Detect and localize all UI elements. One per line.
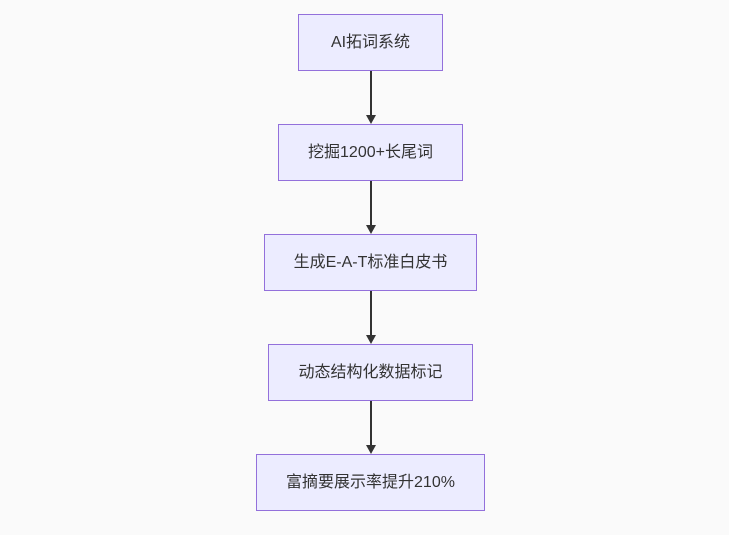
flow-node-eat-whitepaper: 生成E-A-T标准白皮书 — [263, 234, 478, 291]
arrow-down-icon — [365, 225, 376, 234]
flow-node-label: 动态结构化数据标记 — [298, 363, 443, 381]
flow-node-longtail-mining: 挖掘1200+长尾词 — [278, 124, 463, 181]
arrow-line — [369, 291, 372, 336]
flow-arrow-3 — [365, 291, 377, 344]
flow-node-label: 生成E-A-T标准白皮书 — [293, 253, 448, 271]
arrow-down-icon — [365, 115, 376, 124]
flow-node-rich-snippet-result: 富摘要展示率提升210% — [256, 454, 485, 511]
flow-node-structured-data-markup: 动态结构化数据标记 — [268, 344, 473, 401]
flow-node-label: 挖掘1200+长尾词 — [308, 143, 433, 161]
arrow-line — [369, 71, 372, 116]
flow-node-label: 富摘要展示率提升210% — [286, 473, 455, 491]
flow-node-label: AI拓词系统 — [330, 33, 411, 51]
flow-arrow-4 — [365, 401, 377, 454]
arrow-line — [369, 181, 372, 226]
flow-arrow-1 — [365, 71, 377, 124]
arrow-down-icon — [365, 335, 376, 344]
arrow-line — [369, 401, 372, 446]
flow-node-ai-keyword-system: AI拓词系统 — [298, 14, 443, 71]
arrow-down-icon — [365, 445, 376, 454]
flowchart: AI拓词系统 挖掘1200+长尾词 生成E-A-T标准白皮书 动态结构化数据标记 — [12, 14, 729, 511]
flow-arrow-2 — [365, 181, 377, 234]
